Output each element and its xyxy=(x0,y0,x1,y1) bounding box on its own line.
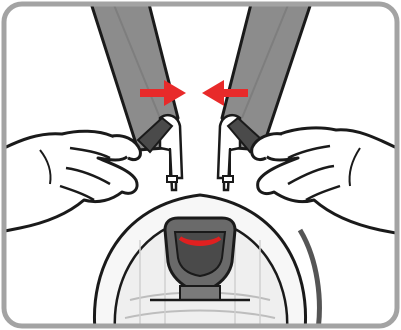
figure-stage xyxy=(0,0,401,330)
harness-buckle-diagram xyxy=(0,0,401,330)
